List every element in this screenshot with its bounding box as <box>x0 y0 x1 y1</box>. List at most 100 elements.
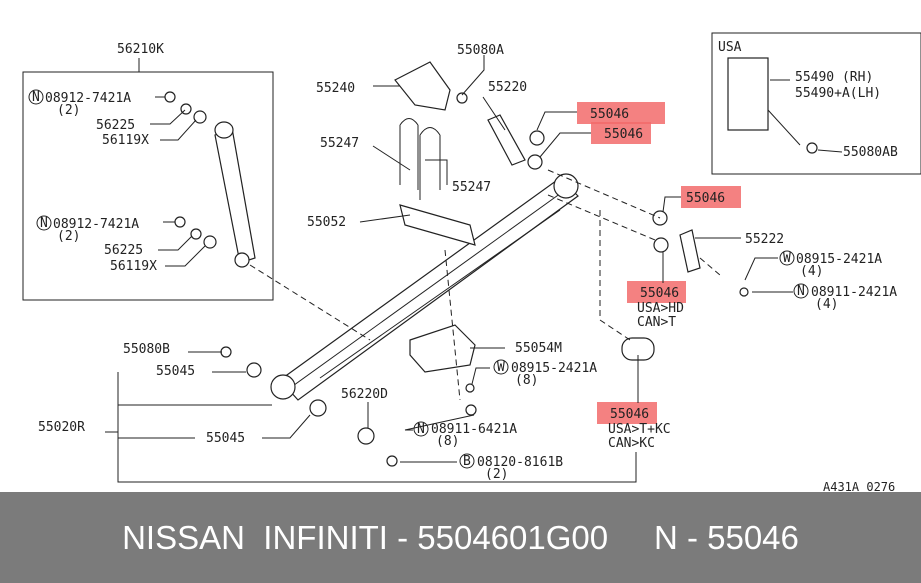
diagram-line <box>793 283 809 299</box>
label-55046: 55046 <box>604 127 643 142</box>
highlight-55046 <box>591 122 651 144</box>
diagram-line <box>214 121 234 139</box>
diagram-line <box>220 346 232 358</box>
diagram-line <box>456 92 468 104</box>
diagram-canvas: N N W N W N B 56210K 08912-7421A(2) 5622… <box>22 32 921 492</box>
part-label: W <box>783 251 791 266</box>
diagram-line <box>459 453 475 469</box>
part-labels: 56210K 08912-7421A(2) 56225 56119X 08912… <box>38 40 898 492</box>
part-label: (2) <box>57 229 80 244</box>
diagram-line <box>319 209 561 379</box>
diagram-line <box>234 252 250 268</box>
part-label: (2) <box>57 103 80 118</box>
part-label: USA <box>718 40 742 55</box>
part-label: 08915-2421A <box>796 252 882 267</box>
highlight-55046 <box>597 402 657 424</box>
part-label: 55045 <box>206 431 245 446</box>
part-label: USA>HD <box>637 301 684 316</box>
part-label: N <box>32 90 40 105</box>
part-label: (4) <box>800 264 823 279</box>
part-label: 55045 <box>156 364 195 379</box>
diagram-line <box>465 383 475 393</box>
part-label: N <box>40 216 48 231</box>
part-label: 08915-2421A <box>511 361 597 376</box>
part-label: 56119X <box>102 133 149 148</box>
diagram-line <box>246 362 262 378</box>
diagram-line <box>36 215 52 231</box>
part-label: (8) <box>515 373 538 388</box>
bushes <box>164 57 818 467</box>
diagram-line <box>399 118 441 200</box>
label-55046: 55046 <box>686 191 725 206</box>
label-55046: 55046 <box>590 107 629 122</box>
shock-absorber-box <box>22 71 274 301</box>
diagram-line <box>386 455 398 467</box>
part-label: N <box>797 284 805 299</box>
relay <box>727 57 769 131</box>
diagram-line <box>249 169 721 401</box>
highlight-55046 <box>577 102 665 124</box>
spring-seat <box>409 324 476 373</box>
part-label: 56220D <box>341 387 388 402</box>
diagram-line <box>553 173 579 199</box>
part-label: 08911-6421A <box>431 422 517 437</box>
part-label: 08912-7421A <box>45 91 131 106</box>
part-label: 56225 <box>96 118 135 133</box>
usa-box <box>711 32 921 175</box>
part-label: 55240 <box>316 81 355 96</box>
label-56210K: 56210K <box>117 42 164 57</box>
diagram-line <box>779 250 795 266</box>
part-number-caption: NISSAN INFINITI - 5504601G00 N - 55046 <box>0 492 921 583</box>
part-label: 55020R <box>38 420 85 435</box>
part-label: USA>T+KC <box>608 422 671 437</box>
diagram-line <box>653 237 669 253</box>
spring-clip <box>399 204 476 246</box>
diagram-line <box>806 142 818 154</box>
part-label: W <box>497 360 505 375</box>
diagram-line <box>174 216 186 228</box>
label-55046: 55046 <box>640 286 679 301</box>
highlight-55046 <box>681 186 741 208</box>
part-label: 55054M <box>515 341 562 356</box>
part-label: N <box>417 422 425 437</box>
shackle-55220 <box>487 114 526 166</box>
part-label: CAN>T <box>637 315 676 330</box>
part-label: 55052 <box>307 215 346 230</box>
shock-absorber <box>214 121 256 268</box>
part-label: 55222 <box>745 232 784 247</box>
diagram-line <box>28 89 44 105</box>
symbols: N N W N W N B <box>28 89 809 469</box>
leaf-spring <box>270 173 579 401</box>
diagram-line <box>289 187 569 389</box>
part-label: 08912-7421A <box>53 217 139 232</box>
diagram-line <box>529 130 545 146</box>
part-label: 55490+A(LH) <box>795 86 881 101</box>
diagram-line <box>190 228 202 240</box>
part-label: 55247 <box>320 136 359 151</box>
part-label: B <box>463 454 471 469</box>
diagram-line <box>527 154 543 170</box>
part-label: CAN>KC <box>608 436 655 451</box>
diagram-line <box>164 91 176 103</box>
diagram-line <box>193 110 207 124</box>
diagram-line <box>413 421 429 437</box>
diagram-line <box>465 404 477 416</box>
label-55046: 55046 <box>610 407 649 422</box>
part-label: (2) <box>485 467 508 482</box>
diagram-line <box>739 287 749 297</box>
part-label: 08911-2421A <box>811 285 897 300</box>
diagram-line <box>214 127 256 264</box>
diagram-line <box>357 427 375 445</box>
part-label: 55080B <box>123 342 170 357</box>
diagram-line <box>270 374 296 400</box>
part-label: 55080AB <box>843 145 898 160</box>
part-label: 55080A <box>457 43 504 58</box>
diagram-line <box>493 359 509 375</box>
diagram-line <box>679 229 701 273</box>
bracket-55240 <box>394 61 451 111</box>
diagram-code: A431A 0276 <box>823 480 895 492</box>
part-label: 55490 (RH) <box>795 70 873 85</box>
diagram-line <box>203 235 217 249</box>
part-label: (4) <box>815 297 838 312</box>
